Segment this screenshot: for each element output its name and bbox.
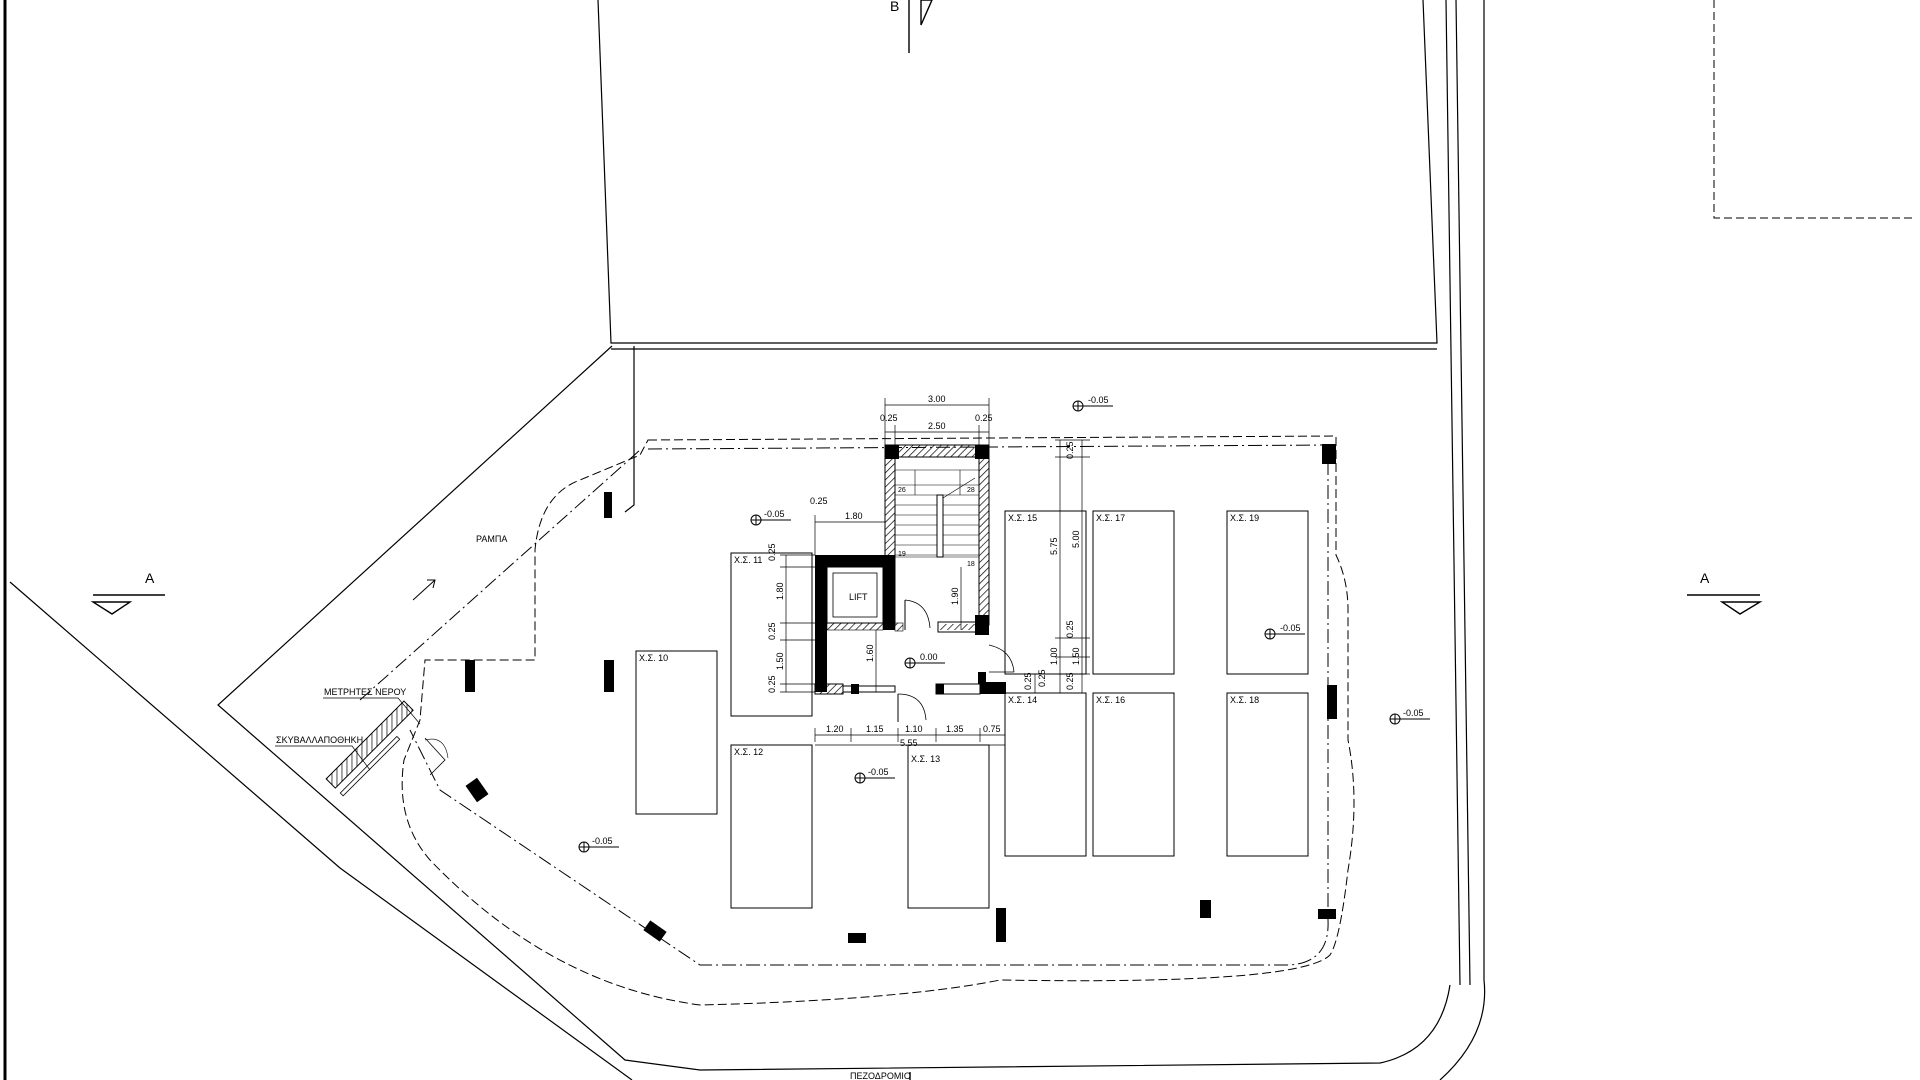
dimension-label: 0.25: [1065, 672, 1075, 690]
dimension-label: 0.25: [810, 496, 828, 506]
lobby-walls: [814, 599, 1015, 722]
parking-space-label: Χ.Σ. 15: [1008, 513, 1037, 523]
parking-space-11: [730, 552, 813, 717]
dimension-label: 1.15: [866, 724, 884, 734]
parking-space-label: Χ.Σ. 16: [1096, 695, 1125, 705]
dimension-label: 3.00: [928, 394, 946, 404]
stair-step-label: 26: [898, 487, 906, 494]
dimension-label: 5.55: [900, 738, 918, 748]
basement-dashed-outline: [401, 435, 1355, 1006]
sidewalk-label: ΠΕΖΟΔΡΟΜΙΟ: [850, 1071, 911, 1080]
dimension-label: 1.10: [905, 724, 923, 734]
dimension-label: 5.75: [1049, 537, 1059, 555]
level-label: -0.05: [1403, 708, 1424, 718]
ramp-dash-dot-line: [359, 449, 641, 701]
dimension-label: 0.25: [1065, 441, 1075, 459]
parking-space-13: [907, 744, 990, 909]
dimension-label: 0.25: [1065, 620, 1075, 638]
level-label: -0.05: [1088, 395, 1109, 405]
parking-space-18: [1226, 692, 1309, 857]
stair-step-label: 18: [967, 561, 975, 568]
dimension-label: 1.90: [950, 587, 960, 605]
parking-space-17: [1092, 510, 1175, 675]
dimension-label: 0.25: [1023, 672, 1033, 690]
dimension-label: 0.25: [767, 543, 777, 561]
section-markers: [90, 0, 1763, 1080]
level-label: -0.05: [764, 509, 785, 519]
structural-columns: [465, 444, 1337, 943]
dimension-label: 1.50: [1071, 647, 1081, 665]
stair-step-label: 19: [898, 551, 906, 558]
level-label: 0.00: [920, 652, 938, 662]
dimension-label: 1.35: [946, 724, 964, 734]
dimension-label: 0.75: [983, 724, 1001, 734]
ramp-label: ΡΑΜΠΑ: [476, 534, 507, 544]
parking-space-label: Χ.Σ. 19: [1230, 513, 1259, 523]
leader-lines: [275, 697, 421, 771]
stair-core: [884, 444, 990, 635]
parking-spaces: [635, 510, 1309, 909]
ramp-arrow-icon: [412, 579, 436, 601]
dimension-label: 1.50: [775, 652, 785, 670]
neighbour-dashed-outline: [1713, 0, 1916, 219]
plot-boundary-lines: [9, 0, 1486, 1080]
stair-step-label: 28: [967, 487, 975, 494]
section-a-right-label: A: [1700, 570, 1710, 586]
parking-space-16: [1092, 692, 1175, 857]
parking-space-label: Χ.Σ. 18: [1230, 695, 1259, 705]
garbage-room-door: [424, 737, 446, 776]
parking-space-14: [1004, 692, 1087, 857]
section-b-label: B: [890, 0, 899, 14]
dimension-label: 0.25: [767, 622, 777, 640]
dimension-label: 5.00: [1071, 530, 1081, 548]
dimension-label: 0.25: [767, 675, 777, 693]
section-a-left-label: A: [145, 570, 155, 586]
parking-space-10: [635, 650, 718, 815]
dimension-label: 0.25: [975, 413, 993, 423]
garbage-room: [325, 700, 414, 797]
garbage-room-label: ΣΚΥΒΑΛΛΑΠΟΘΗΚΗ: [276, 735, 363, 745]
dimension-label: 1.20: [826, 724, 844, 734]
parking-space-label: Χ.Σ. 14: [1008, 695, 1037, 705]
parking-space-label: Χ.Σ. 11: [734, 555, 762, 565]
lift-label: LIFT: [849, 592, 868, 602]
dimension-label: 0.25: [1037, 669, 1047, 687]
parking-space-label: Χ.Σ. 10: [639, 653, 668, 663]
lift-shaft: [815, 555, 904, 640]
level-label: -0.05: [868, 767, 889, 777]
parking-space-label: Χ.Σ. 12: [734, 747, 763, 757]
parking-space-15: [1004, 510, 1087, 675]
dimension-label: 1.00: [1049, 647, 1059, 665]
dimension-label: 1.80: [775, 582, 785, 600]
limit-dash-dot-line: [409, 444, 1329, 966]
parking-space-19: [1226, 510, 1309, 675]
dimension-label: 2.50: [928, 421, 946, 431]
parking-space-12: [730, 744, 813, 909]
level-label: -0.05: [592, 836, 613, 846]
parking-space-label: Χ.Σ. 17: [1096, 513, 1125, 523]
dimension-label: 1.60: [865, 644, 875, 662]
level-markers: [578, 400, 1430, 853]
level-label: -0.05: [1280, 623, 1301, 633]
dimension-lines: [780, 398, 1090, 746]
dimension-label: 1.80: [845, 511, 863, 521]
dimension-label: 0.25: [880, 413, 898, 423]
water-meters-label: ΜΕΤΡΗΤΕΣ ΝΕΡΟΥ: [324, 687, 406, 697]
parking-space-label: Χ.Σ. 13: [911, 754, 940, 764]
